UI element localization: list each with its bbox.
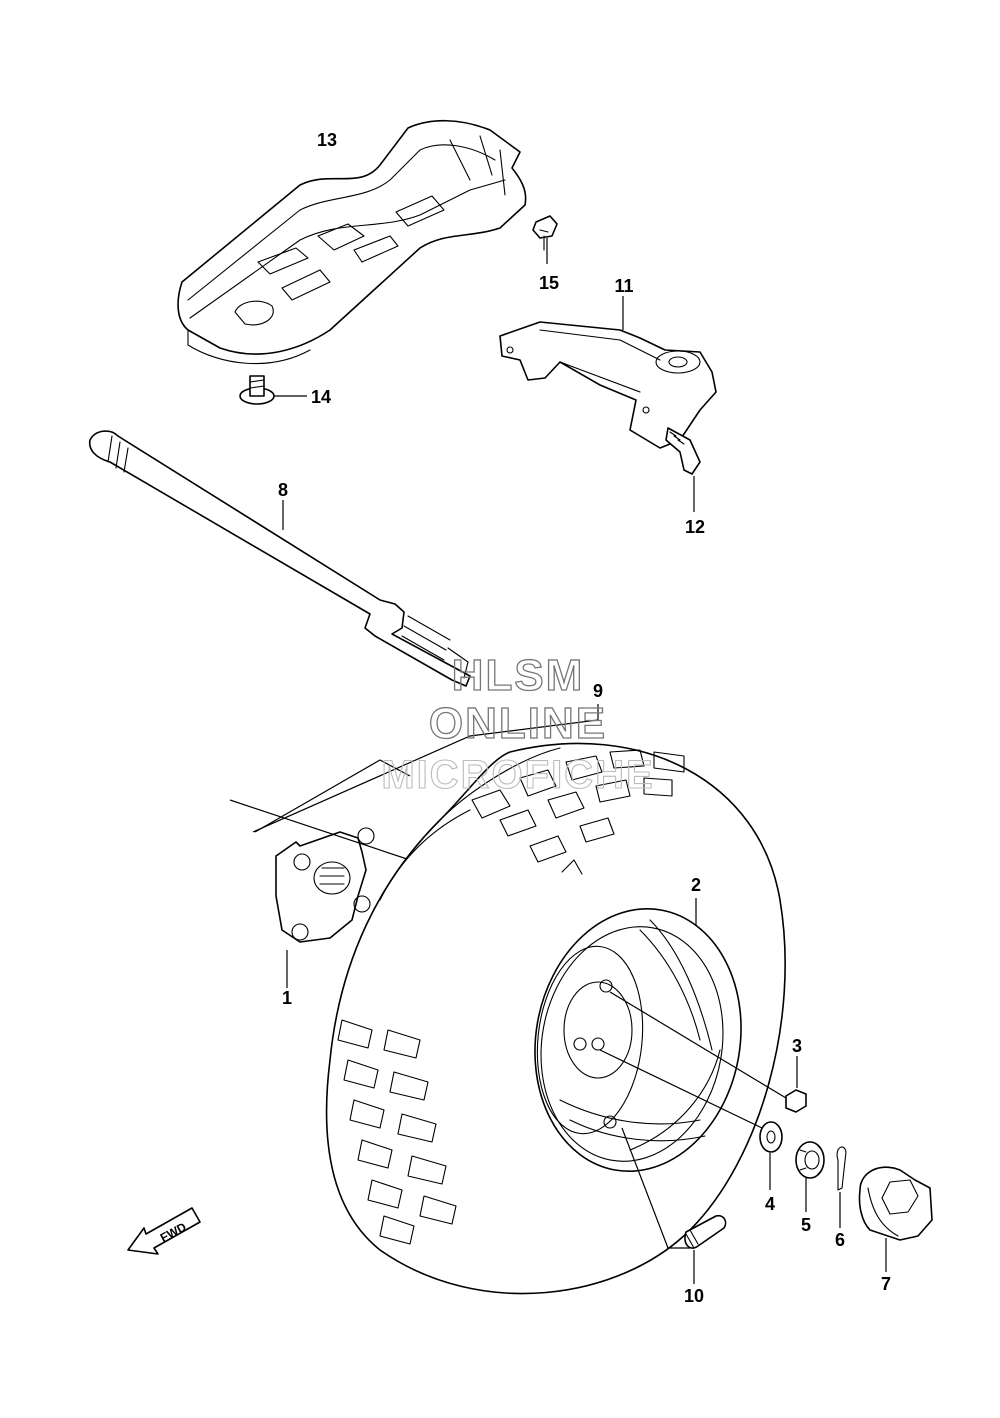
washer-part-4[interactable] <box>599 1049 783 1190</box>
callout-2: 2 <box>691 875 701 895</box>
nut-part-3[interactable] <box>609 991 807 1113</box>
watermark-line-1: HLSM <box>452 651 585 700</box>
hub-cap-part-7[interactable] <box>858 1166 933 1272</box>
callout-11: 11 <box>614 276 633 296</box>
axle-shaft-part-8[interactable] <box>88 430 471 687</box>
castle-nut-part-5[interactable] <box>795 1141 825 1212</box>
cotter-pin-part-6[interactable] <box>836 1146 847 1228</box>
bolt-part-14[interactable] <box>239 375 307 405</box>
callout-8: 8 <box>278 480 288 500</box>
wheel-assembly-part-2[interactable] <box>325 742 786 1295</box>
callout-6: 6 <box>835 1230 845 1250</box>
callout-3: 3 <box>792 1036 802 1056</box>
callout-labels: 13 15 11 14 8 12 9 2 1 3 4 5 6 7 10 <box>278 130 891 1306</box>
watermark-line-2: ONLINE <box>429 699 607 748</box>
callout-10: 10 <box>684 1286 704 1306</box>
valve-stem-part-10[interactable] <box>621 1127 727 1284</box>
hub-part-1[interactable] <box>229 759 411 988</box>
callout-4: 4 <box>765 1194 775 1214</box>
callout-7: 7 <box>881 1274 891 1294</box>
bracket-part-11[interactable] <box>499 296 717 449</box>
callout-5: 5 <box>801 1215 811 1235</box>
callout-12: 12 <box>685 517 705 537</box>
bolt-part-15[interactable] <box>532 215 558 264</box>
watermark: HLSM ONLINE MICROFICHE <box>381 650 654 797</box>
forward-direction-arrow: FWD <box>127 1207 201 1255</box>
leader-line-9 <box>252 704 599 833</box>
callout-1: 1 <box>282 988 292 1008</box>
callout-14: 14 <box>311 387 331 407</box>
watermark-line-3: MICROFICHE <box>381 753 654 797</box>
callout-9: 9 <box>593 681 603 701</box>
callout-13: 13 <box>317 130 337 150</box>
callout-15: 15 <box>539 273 559 293</box>
bolt-part-12[interactable] <box>665 427 701 512</box>
skid-plate-part-13[interactable] <box>177 119 527 365</box>
